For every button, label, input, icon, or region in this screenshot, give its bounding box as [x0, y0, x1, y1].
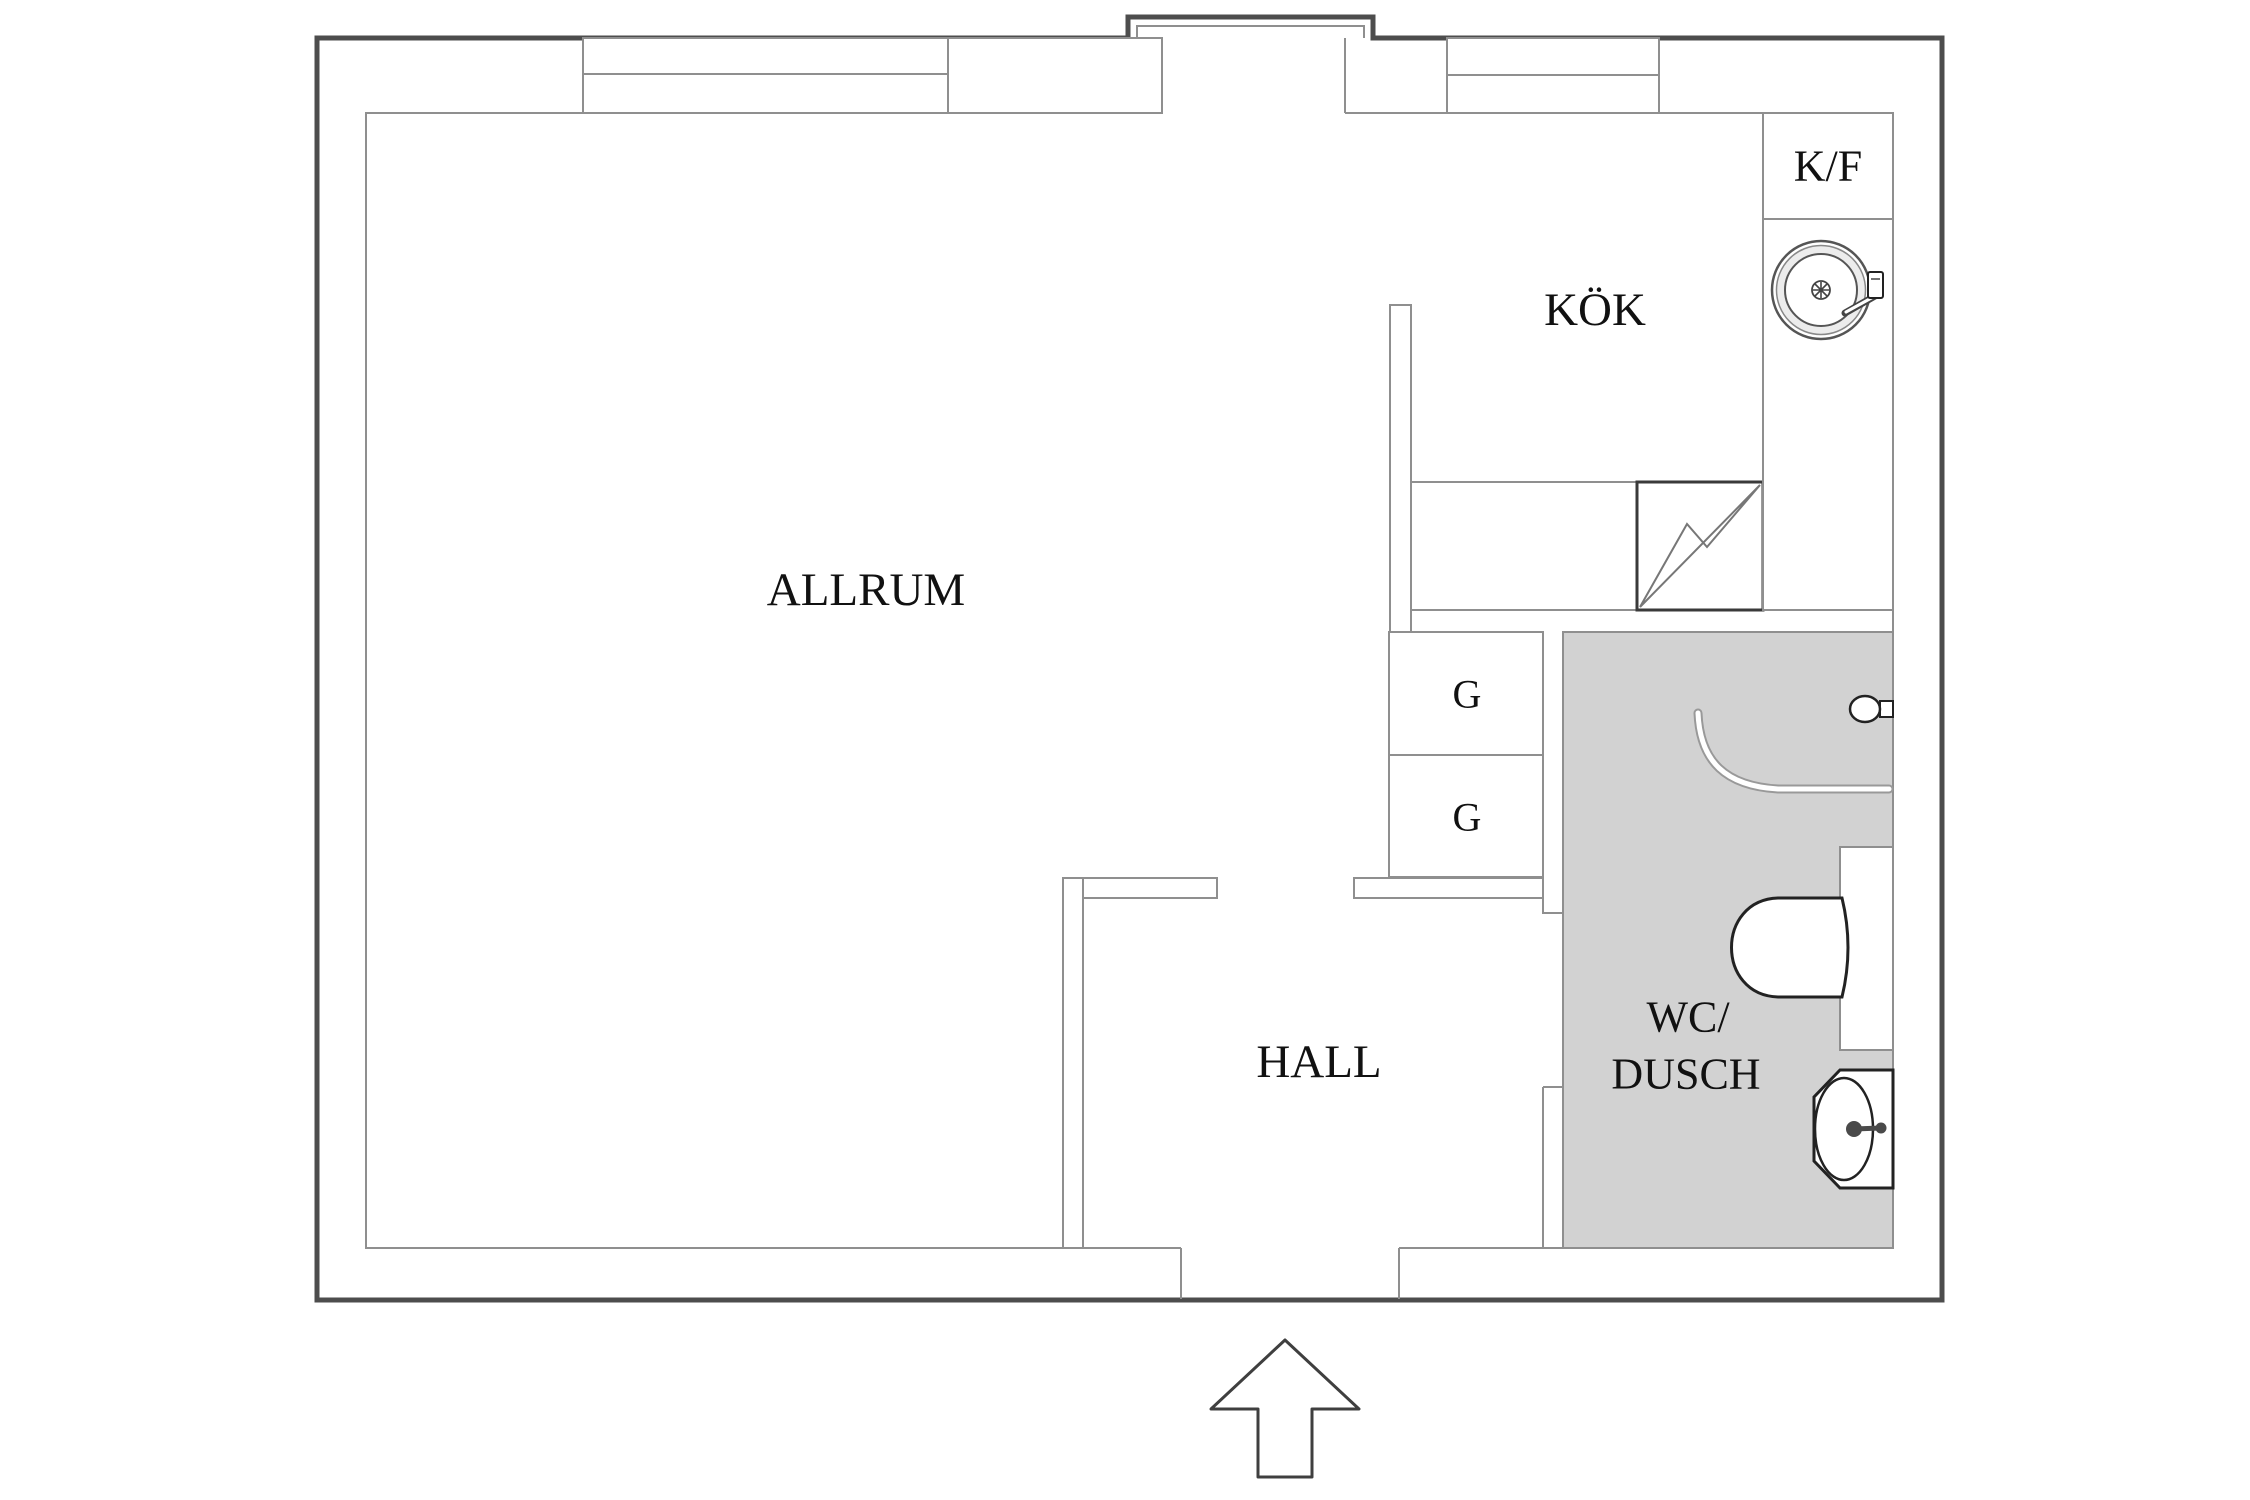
- shower-head-icon: [1848, 694, 1894, 724]
- room-label-wc-line2: DUSCH: [1611, 1050, 1760, 1099]
- wardrobe-label-1: G: [1453, 672, 1482, 717]
- room-label-wc-line1: WC/: [1646, 993, 1730, 1042]
- wc-dusch-room: [1562, 631, 1895, 1249]
- hall-partition-wall: [1062, 877, 1084, 1249]
- entrance-recess-icon: [1125, 14, 1376, 41]
- bathroom-sink-icon: [1812, 1068, 1895, 1190]
- kitchen-counter-column: [1762, 112, 1894, 611]
- room-labels: ALLRUM KÖK HALL WC/ DUSCH K/F: [767, 142, 1862, 1099]
- inner-edge-left-bottom: [365, 112, 1063, 1249]
- window-icon: [947, 37, 1163, 114]
- stove-zigzag-icon: [1635, 480, 1765, 612]
- faucet-base: [1875, 1122, 1887, 1134]
- window-icon: [582, 37, 949, 114]
- outer-wall-outline: [314, 35, 1945, 1303]
- room-label-kok: KÖK: [1544, 284, 1646, 336]
- wardrobes: G G: [1388, 631, 1544, 878]
- room-label-hall: HALL: [1256, 1036, 1381, 1088]
- hall-partition-stub: [1062, 877, 1218, 899]
- shower-screen-inner: [1695, 710, 1892, 792]
- drain-icon: [1811, 280, 1831, 300]
- room-label-allrum: ALLRUM: [767, 564, 965, 616]
- toilet-icon: [1730, 896, 1850, 999]
- windows: [582, 37, 1660, 114]
- kitchen-fixtures: [1410, 112, 1894, 612]
- kitchen-west-wall: [1389, 304, 1412, 633]
- kitchen-counter: [1410, 481, 1638, 611]
- entrance-arrow-icon: [1209, 1338, 1361, 1479]
- fridge-freezer-label: K/F: [1794, 142, 1862, 191]
- wardrobe-label-2: G: [1453, 795, 1482, 840]
- kitchen-sink-icon: [1770, 239, 1884, 341]
- wc-west-wall-upper: [1542, 632, 1563, 914]
- faucet-knob: [1846, 1121, 1862, 1137]
- faucet-icon: [1841, 271, 1884, 317]
- outer-walls: [314, 14, 1945, 1303]
- entrance-recess-inner-line: [1136, 25, 1365, 38]
- hall-north-wall: [1353, 877, 1544, 899]
